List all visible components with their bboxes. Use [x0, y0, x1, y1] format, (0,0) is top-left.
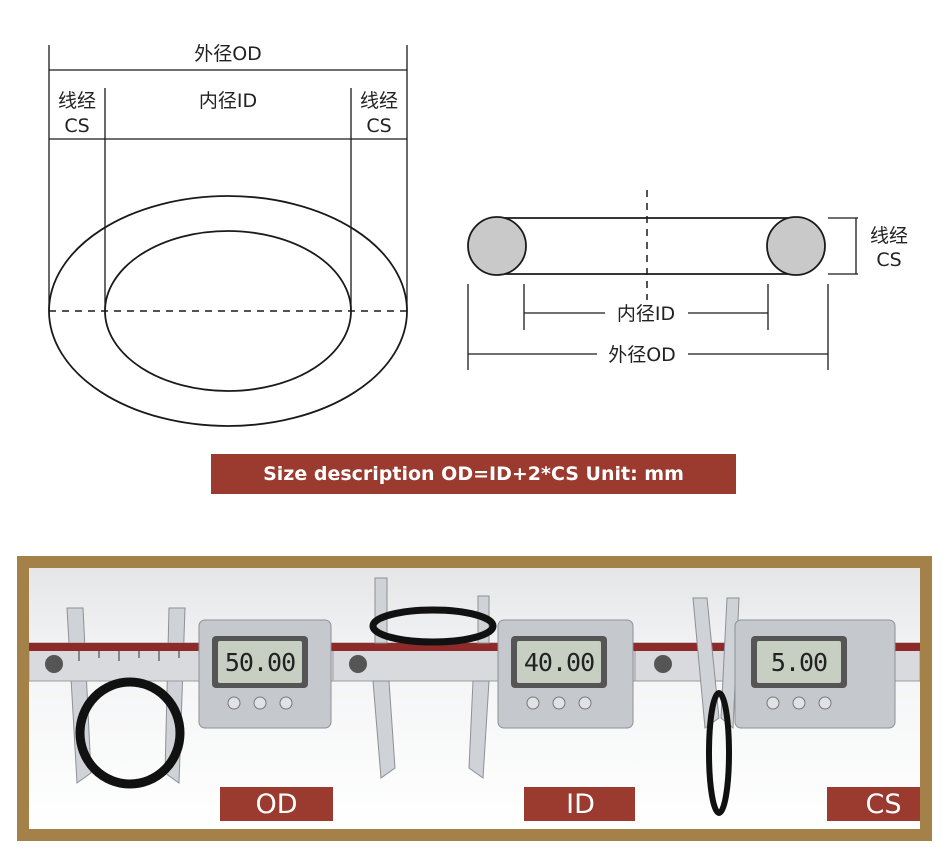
od-label-left: 外径OD	[194, 43, 262, 65]
caliper-od-illustration: 50.00	[29, 607, 333, 789]
caliper-photo-od: 50.00 OD	[29, 568, 333, 829]
oring-id-sample	[369, 606, 497, 646]
cs-label-left-line1: 线经	[58, 90, 96, 112]
cross-section-left	[467, 216, 527, 276]
size-description-banner: Size description OD=ID+2*CS Unit: mm	[211, 454, 736, 494]
caliper-photo-cs: 5.00 CS	[635, 568, 920, 829]
label-id: ID	[524, 787, 635, 821]
cs-label-right-line2: CS	[366, 115, 391, 137]
caliper-id-illustration: 40.00	[333, 577, 635, 779]
id-label-section: 内径ID	[617, 303, 675, 325]
id-label-left: 内径ID	[199, 90, 257, 112]
cs-label-section-line2: CS	[876, 249, 901, 271]
caliper-reading-id: 40.00	[524, 648, 594, 677]
oring-dimension-diagram: 外径OD 内径ID 线经 CS 线经 CS 线经 CS 内径ID 外径OD	[48, 43, 908, 427]
caliper-photos: 50.00 OD	[29, 568, 920, 829]
oring-od-sample	[75, 677, 185, 789]
oring-cs-sample	[706, 690, 732, 816]
cs-label-right-line1: 线经	[360, 90, 398, 112]
caliper-photos-frame: 50.00 OD	[17, 556, 932, 841]
caliper-cs-illustration: 5.00	[635, 597, 920, 816]
cs-label-section-line1: 线经	[870, 225, 908, 247]
cross-section-right	[766, 216, 826, 276]
caliper-reading-od: 50.00	[225, 648, 295, 677]
caliper-photo-id: 40.00 ID	[333, 568, 635, 829]
label-od: OD	[220, 787, 333, 821]
caliper-reading-cs: 5.00	[771, 648, 827, 677]
od-label-section: 外径OD	[608, 344, 676, 366]
label-cs: CS	[827, 787, 920, 821]
cs-label-left-line2: CS	[64, 115, 89, 137]
